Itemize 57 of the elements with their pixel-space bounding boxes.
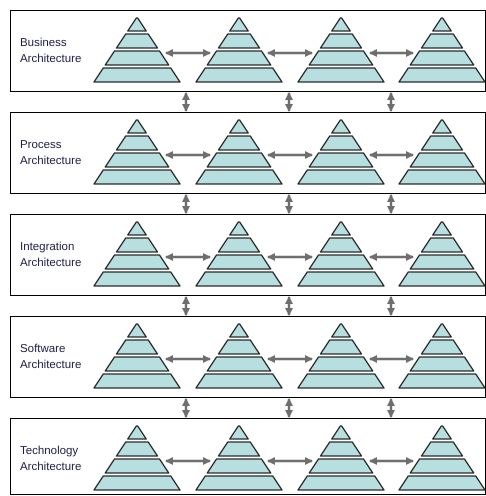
pyramid-drawing xyxy=(398,323,486,389)
pyramid-drawing xyxy=(398,119,486,185)
double-arrow xyxy=(267,457,313,465)
pyramid-drawing xyxy=(297,119,385,185)
double-arrow xyxy=(165,253,211,261)
double-arrow xyxy=(165,355,211,363)
layer-band xyxy=(10,418,486,495)
double-arrow xyxy=(267,49,313,57)
double-arrow xyxy=(182,398,190,418)
pyramid-drawing xyxy=(195,323,283,389)
band-label: Software Architecture xyxy=(20,342,82,373)
double-arrow xyxy=(369,457,414,465)
band-label: Integration Architecture xyxy=(20,240,82,271)
layer-band xyxy=(10,316,486,398)
double-arrow xyxy=(285,194,293,214)
pyramid-drawing xyxy=(297,221,385,287)
layer-band xyxy=(10,10,486,92)
layer-band xyxy=(10,214,486,296)
double-arrow xyxy=(285,398,293,418)
band-label: Process Architecture xyxy=(20,138,82,169)
double-arrow xyxy=(165,49,211,57)
double-arrow xyxy=(369,355,414,363)
pyramid-drawing xyxy=(93,323,181,389)
pyramid-drawing xyxy=(398,17,486,83)
double-arrow xyxy=(165,457,211,465)
double-arrow xyxy=(387,194,395,214)
double-arrow xyxy=(387,92,395,112)
double-arrow xyxy=(369,151,414,159)
double-arrow xyxy=(369,253,414,261)
double-arrow xyxy=(285,92,293,112)
double-arrow xyxy=(182,92,190,112)
pyramid-drawing xyxy=(398,221,486,287)
pyramid-drawing xyxy=(195,425,283,491)
double-arrow xyxy=(369,49,414,57)
double-arrow xyxy=(267,355,313,363)
double-arrow xyxy=(267,151,313,159)
pyramid-drawing xyxy=(93,221,181,287)
pyramid-drawing xyxy=(93,425,181,491)
double-arrow xyxy=(182,296,190,316)
layer-band xyxy=(10,112,486,194)
double-arrow xyxy=(387,296,395,316)
pyramid-drawing xyxy=(297,17,385,83)
pyramid-drawing xyxy=(195,221,283,287)
double-arrow xyxy=(165,151,211,159)
double-arrow xyxy=(182,194,190,214)
pyramid-drawing xyxy=(398,425,486,491)
double-arrow xyxy=(285,296,293,316)
double-arrow xyxy=(387,398,395,418)
pyramid-drawing xyxy=(93,119,181,185)
band-label: Technology Architecture xyxy=(20,444,82,475)
band-label: Business Architecture xyxy=(20,36,82,67)
pyramid-drawing xyxy=(195,17,283,83)
pyramid-drawing xyxy=(195,119,283,185)
pyramid-drawing xyxy=(297,323,385,389)
pyramid-drawing xyxy=(297,425,385,491)
pyramid-drawing xyxy=(93,17,181,83)
double-arrow xyxy=(267,253,313,261)
